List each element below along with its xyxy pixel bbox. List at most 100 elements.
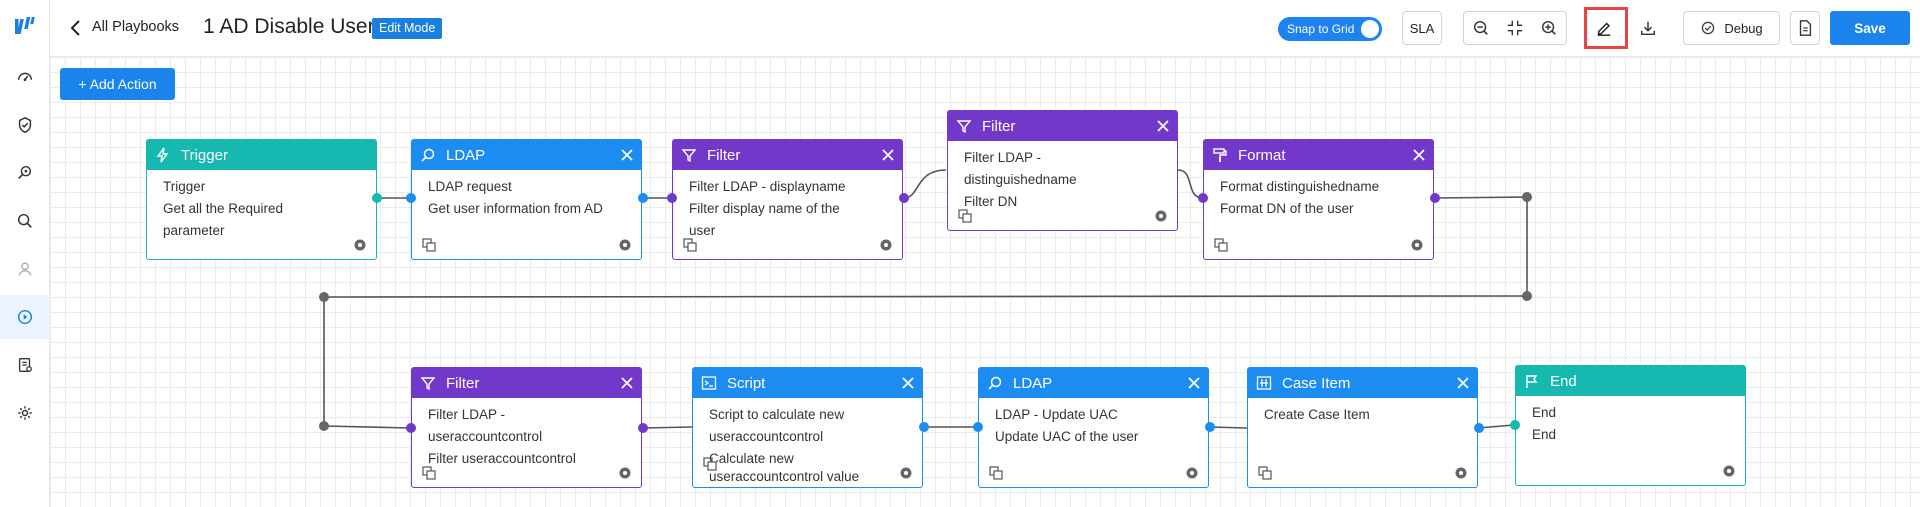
node-script-calculate[interactable]: Script Script to calculate new useraccou…	[692, 367, 923, 488]
node-line: End	[1532, 405, 1557, 420]
pencil-icon	[1597, 22, 1611, 36]
node-settings-icon[interactable]	[617, 237, 633, 253]
export-button[interactable]	[1630, 11, 1666, 45]
sidebar-item-security[interactable]	[0, 103, 50, 147]
node-line: useraccountcontrol	[709, 429, 824, 444]
node-line: LDAP request	[428, 179, 512, 194]
sla-button[interactable]: SLA	[1402, 11, 1442, 45]
debug-button[interactable]: Debug	[1683, 11, 1780, 45]
node-settings-icon[interactable]	[1184, 465, 1200, 481]
node-body: Filter LDAP - displayname Filter display…	[673, 170, 902, 242]
copy-icon[interactable]	[703, 457, 717, 471]
sidebar-item-dashboard[interactable]	[0, 55, 50, 99]
investigate-icon	[18, 165, 32, 179]
sidebar	[0, 0, 50, 507]
gear-icon	[18, 406, 32, 420]
copy-icon[interactable]	[422, 238, 436, 252]
page-title: 1 AD Disable User	[203, 15, 375, 38]
node-format-distinguishedname[interactable]: Format Format distinguishedname Format D…	[1203, 139, 1434, 260]
output-port[interactable]	[899, 193, 909, 203]
close-icon[interactable]	[880, 147, 896, 163]
save-button[interactable]: Save	[1830, 11, 1910, 45]
input-port[interactable]	[667, 193, 677, 203]
node-end[interactable]: End End End	[1515, 365, 1746, 486]
node-filter-displayname[interactable]: Filter Filter LDAP - displayname Filter …	[672, 139, 903, 260]
output-port[interactable]	[1474, 423, 1484, 433]
sidebar-item-users[interactable]	[0, 247, 50, 291]
node-header: End	[1516, 366, 1745, 396]
snap-to-grid-toggle[interactable]: Snap to Grid	[1278, 17, 1382, 41]
node-ldap-request[interactable]: LDAP LDAP request Get user information f…	[411, 139, 642, 260]
node-body: LDAP request Get user information from A…	[412, 170, 641, 220]
node-line: Filter LDAP -	[428, 407, 506, 422]
copy-icon[interactable]	[1214, 238, 1228, 252]
node-settings-icon[interactable]	[617, 465, 633, 481]
close-icon[interactable]	[1411, 147, 1427, 163]
node-case-item[interactable]: Case Item Create Case Item	[1247, 367, 1478, 488]
node-line: distinguishedname	[964, 172, 1077, 187]
sidebar-item-playbooks[interactable]	[0, 295, 50, 339]
input-port[interactable]	[406, 193, 416, 203]
close-icon[interactable]	[1455, 375, 1471, 391]
node-ldap-update-uac[interactable]: LDAP LDAP - Update UAC Update UAC of the…	[978, 367, 1209, 488]
close-icon[interactable]	[1155, 118, 1171, 134]
input-port[interactable]	[973, 422, 983, 432]
sidebar-item-settings[interactable]	[0, 391, 50, 435]
node-line: Create Case Item	[1264, 407, 1370, 422]
node-filter-useraccountcontrol[interactable]: Filter Filter LDAP - useraccountcontrol …	[411, 367, 642, 488]
copy-icon[interactable]	[989, 466, 1003, 480]
debug-label: Debug	[1724, 20, 1763, 36]
mode-badge: Edit Mode	[372, 18, 443, 39]
node-header: Filter	[948, 111, 1177, 141]
output-port[interactable]	[1205, 422, 1215, 432]
node-filter-distinguishedname[interactable]: Filter Filter LDAP - distinguishedname F…	[947, 110, 1178, 231]
node-settings-icon[interactable]	[1409, 237, 1425, 253]
output-port[interactable]	[919, 422, 929, 432]
chevron-left-icon[interactable]	[69, 18, 83, 38]
node-settings-icon[interactable]	[898, 465, 914, 481]
close-icon[interactable]	[1186, 375, 1202, 391]
node-title: LDAP	[446, 146, 486, 164]
back-to-playbooks-link[interactable]: All Playbooks	[92, 19, 180, 35]
node-title: Filter	[982, 117, 1016, 135]
collapse-icon	[1507, 20, 1523, 36]
node-settings-icon[interactable]	[1721, 463, 1737, 479]
document-button[interactable]	[1790, 11, 1820, 45]
zoom-in-button[interactable]	[1532, 12, 1566, 44]
sidebar-item-reports[interactable]	[0, 343, 50, 387]
output-port[interactable]	[638, 423, 648, 433]
fit-view-button[interactable]	[1498, 12, 1532, 44]
copy-icon[interactable]	[683, 238, 697, 252]
input-port[interactable]	[406, 423, 416, 433]
node-settings-icon[interactable]	[1153, 208, 1169, 224]
app-logo-icon	[15, 17, 35, 34]
sidebar-item-investigate[interactable]	[0, 151, 50, 195]
node-line: Get user information from AD	[428, 201, 603, 216]
input-port[interactable]	[1198, 193, 1208, 203]
flag-icon	[1526, 375, 1538, 388]
output-port[interactable]	[1430, 193, 1440, 203]
user-icon	[18, 262, 32, 276]
node-settings-icon[interactable]	[1453, 465, 1469, 481]
node-settings-icon[interactable]	[352, 237, 368, 253]
add-action-button[interactable]: + Add Action	[60, 68, 175, 100]
close-icon[interactable]	[619, 147, 635, 163]
node-header: Filter	[412, 368, 641, 398]
node-title: LDAP	[1013, 374, 1053, 392]
close-icon[interactable]	[619, 375, 635, 391]
node-line: Format distinguishedname	[1220, 179, 1380, 194]
edit-button[interactable]	[1586, 11, 1622, 45]
close-icon[interactable]	[900, 375, 916, 391]
zoom-out-button[interactable]	[1464, 12, 1498, 44]
sidebar-item-search[interactable]	[0, 199, 50, 243]
node-line: LDAP - Update UAC	[995, 407, 1118, 422]
output-port[interactable]	[638, 193, 648, 203]
copy-icon[interactable]	[1258, 466, 1272, 480]
node-settings-icon[interactable]	[878, 237, 894, 253]
node-title: Case Item	[1282, 374, 1351, 392]
input-port[interactable]	[1510, 420, 1520, 430]
output-port[interactable]	[372, 193, 382, 203]
copy-icon[interactable]	[958, 209, 972, 223]
node-trigger[interactable]: Trigger Trigger Get all the Required par…	[146, 139, 377, 260]
copy-icon[interactable]	[422, 466, 436, 480]
